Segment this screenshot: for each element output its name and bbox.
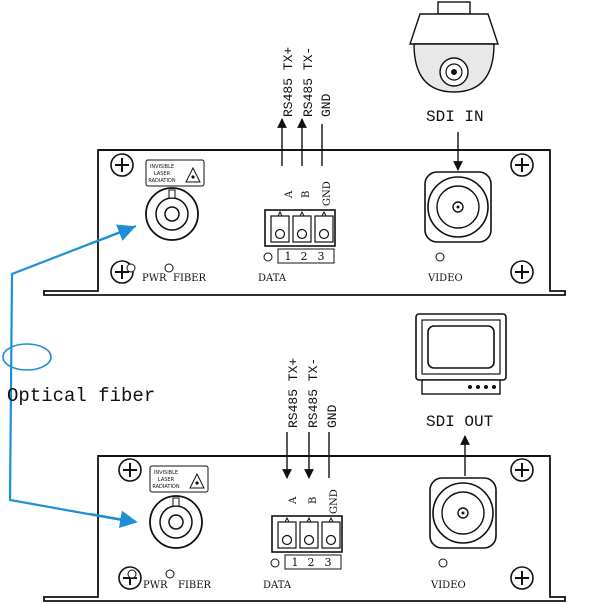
bottom-signal-tx-plus: RS485 TX+: [286, 358, 301, 428]
top-screw-tr: [510, 153, 534, 177]
top-video-led: [435, 252, 445, 262]
bottom-fiber-label: FIBER: [178, 580, 212, 591]
top-fiber-label: FIBER: [173, 273, 207, 284]
bottom-video-bnc-port[interactable]: [429, 477, 497, 549]
optical-fiber-cable: [8, 224, 137, 524]
top-terminal-a-label: A: [284, 190, 295, 199]
svg-text:RADIATION: RADIATION: [148, 178, 176, 184]
bottom-screw-br: [510, 566, 534, 590]
optical-fiber-label: Optical fiber: [7, 385, 155, 407]
bottom-signal-tx-minus: RS485 TX-: [306, 358, 321, 428]
sdi-in-label: SDI IN: [426, 108, 484, 126]
dome-camera-icon: [409, 1, 499, 93]
top-signal-tx-plus: RS485 TX+: [281, 47, 296, 117]
top-fiber-led: [164, 263, 174, 273]
top-terminal-b-label: B: [301, 191, 312, 198]
top-unit: INVISIBLE LASER RADIATION PWR FIBER: [43, 1, 566, 296]
top-fiber-port[interactable]: [145, 187, 199, 241]
top-signal-gnd: GND: [319, 93, 334, 117]
sdi-out-label: SDI OUT: [426, 413, 493, 431]
bottom-data-label: DATA: [263, 580, 292, 591]
laser-hazard-icon: [185, 166, 201, 183]
bottom-data-terminal[interactable]: [271, 515, 343, 553]
top-terminal-gnd-label: GND: [322, 181, 333, 206]
bottom-terminal-number-1: 1: [292, 556, 299, 569]
bottom-signal-gnd: GND: [325, 404, 340, 428]
monitor-icon: [415, 313, 507, 395]
svg-text:INVISIBLE: INVISIBLE: [150, 164, 174, 170]
bottom-data-led: [270, 558, 280, 568]
top-data-led: [263, 252, 273, 262]
bottom-screw-tl: [118, 458, 142, 482]
top-video-bnc-port[interactable]: [424, 171, 492, 243]
optical-fiber-link: Optical fiber: [2, 224, 155, 528]
top-pwr-label: PWR: [142, 273, 167, 284]
laser-hazard-icon: [189, 472, 205, 489]
bottom-pwr-led: [127, 569, 137, 579]
bottom-pwr-label: PWR: [143, 580, 168, 591]
top-data-label: DATA: [258, 273, 287, 284]
top-data-terminal[interactable]: [264, 209, 336, 247]
svg-text:RADIATION: RADIATION: [152, 484, 180, 490]
svg-text:LASER: LASER: [154, 171, 171, 177]
top-screw-br: [510, 260, 534, 284]
svg-text:INVISIBLE: INVISIBLE: [154, 470, 178, 476]
svg-text:LASER: LASER: [158, 477, 175, 483]
bottom-terminal-number-3: 3: [325, 556, 332, 569]
top-pwr-led: [126, 263, 136, 273]
top-terminal-number-3: 3: [318, 250, 325, 263]
top-terminal-number-2: 2: [301, 250, 308, 263]
top-video-label: VIDEO: [427, 273, 463, 284]
bottom-unit: INVISIBLE LASER RADIATION PWR FIBER: [43, 313, 566, 602]
top-signal-tx-minus: RS485 TX-: [301, 47, 316, 117]
bottom-screw-tr: [510, 458, 534, 482]
top-terminal-number-1: 1: [285, 250, 292, 263]
top-screw-tl: [110, 153, 134, 177]
bottom-terminal-a-label: A: [288, 496, 299, 505]
bottom-video-led: [438, 558, 448, 568]
bottom-terminal-b-label: B: [308, 497, 319, 504]
bottom-terminal-number-2: 2: [308, 556, 315, 569]
bottom-video-label: VIDEO: [430, 580, 466, 591]
bottom-fiber-led: [165, 569, 175, 579]
fiber-callout-ellipse: [2, 343, 52, 371]
bottom-fiber-port[interactable]: [149, 495, 203, 549]
bottom-terminal-gnd-label: GND: [329, 489, 340, 514]
